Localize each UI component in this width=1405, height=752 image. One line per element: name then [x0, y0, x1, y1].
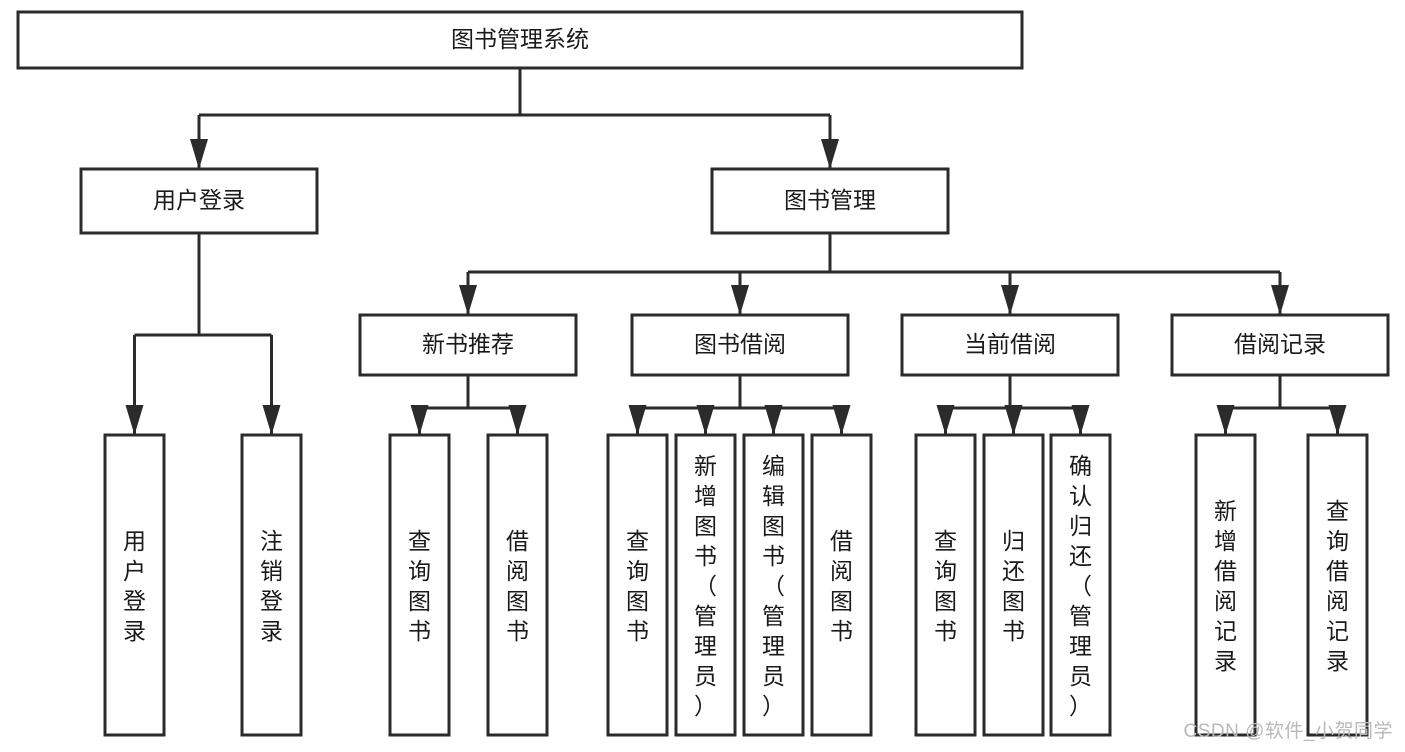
arrow-head-icon — [1004, 405, 1023, 435]
node-label: 查询图书 — [626, 528, 649, 644]
arrow-head-icon — [410, 405, 429, 435]
node-leaf-borrow-book[interactable]: 借阅图书 — [810, 433, 873, 737]
node-leaf-query-book-rec[interactable]: 查询图书 — [388, 433, 451, 737]
arrow-head-icon — [1216, 405, 1235, 435]
node-box[interactable] — [16, 10, 1024, 70]
arrow-head-icon — [1001, 285, 1019, 315]
node-leaf-logout[interactable]: 注销登录 — [240, 433, 303, 737]
node-label: 编辑图书（管理员） — [762, 453, 785, 719]
node-box[interactable] — [1049, 433, 1112, 737]
node-leaf-add-book[interactable]: 新增图书（管理员） — [674, 433, 737, 737]
node-book-manage[interactable]: 图书管理 — [710, 167, 950, 235]
node-label: 借阅图书 — [506, 528, 529, 644]
node-layer: 图书管理系统用户登录图书管理新书推荐图书借阅当前借阅借阅记录用户登录注销登录查询… — [16, 10, 1390, 737]
node-label: 用户登录 — [153, 187, 245, 213]
node-box[interactable] — [1170, 313, 1390, 377]
arrow-head-icon — [1271, 285, 1289, 315]
node-box[interactable] — [810, 433, 873, 737]
node-label: 借阅图书 — [830, 528, 853, 644]
node-box[interactable] — [103, 433, 166, 737]
arrow-head-icon — [190, 139, 208, 169]
node-box[interactable] — [79, 167, 319, 235]
node-leaf-user-login[interactable]: 用户登录 — [103, 433, 166, 737]
arrow-head-icon — [832, 405, 851, 435]
connector-layer — [125, 68, 1347, 435]
node-leaf-edit-book[interactable]: 编辑图书（管理员） — [742, 433, 805, 737]
node-label: 用户登录 — [123, 528, 146, 644]
arrow-head-icon — [508, 405, 527, 435]
node-label: 图书管理 — [784, 187, 876, 213]
node-label: 当前借阅 — [964, 331, 1056, 357]
arrow-head-icon — [696, 405, 715, 435]
node-box[interactable] — [742, 433, 805, 737]
arrow-head-icon — [731, 285, 749, 315]
node-label: 确认归还（管理员） — [1069, 453, 1092, 719]
node-label: 查询图书 — [934, 528, 957, 644]
node-leaf-query-book-borrow[interactable]: 查询图书 — [606, 433, 669, 737]
node-label: 查询图书 — [408, 528, 431, 644]
node-box[interactable] — [388, 433, 451, 737]
node-label: 借阅记录 — [1234, 331, 1326, 357]
node-box[interactable] — [630, 313, 850, 377]
node-label: 新增图书（管理员） — [694, 453, 717, 719]
node-box[interactable] — [606, 433, 669, 737]
node-box[interactable] — [710, 167, 950, 235]
node-label: 新增借阅记录 — [1214, 498, 1237, 674]
node-leaf-confirm-return[interactable]: 确认归还（管理员） — [1049, 433, 1112, 737]
node-current-borrow[interactable]: 当前借阅 — [900, 313, 1120, 377]
node-box[interactable] — [1194, 433, 1257, 737]
csdn-watermark: CSDN @软件_小贺同学 — [1183, 721, 1393, 742]
arrow-head-icon — [262, 405, 281, 435]
node-label: 图书管理系统 — [451, 26, 589, 52]
node-box[interactable] — [1306, 433, 1369, 737]
node-leaf-return-book[interactable]: 归还图书 — [982, 433, 1045, 737]
arrow-head-icon — [764, 405, 783, 435]
node-new-book-recommend[interactable]: 新书推荐 — [358, 313, 578, 377]
node-label: 新书推荐 — [422, 331, 514, 357]
arrow-head-icon — [936, 405, 955, 435]
node-box[interactable] — [900, 313, 1120, 377]
node-leaf-query-book-cur[interactable]: 查询图书 — [914, 433, 977, 737]
node-leaf-borrow-book-rec[interactable]: 借阅图书 — [486, 433, 549, 737]
node-box[interactable] — [674, 433, 737, 737]
node-user-login[interactable]: 用户登录 — [79, 167, 319, 235]
node-box[interactable] — [486, 433, 549, 737]
arrow-head-icon — [459, 285, 477, 315]
node-label: 归还图书 — [1002, 528, 1025, 644]
node-box[interactable] — [914, 433, 977, 737]
node-root[interactable]: 图书管理系统 — [16, 10, 1024, 70]
node-leaf-add-record[interactable]: 新增借阅记录 — [1194, 433, 1257, 737]
arrow-head-icon — [1071, 405, 1090, 435]
arrow-head-icon — [1328, 405, 1347, 435]
arrow-head-icon — [821, 139, 839, 169]
node-box[interactable] — [358, 313, 578, 377]
node-leaf-query-record[interactable]: 查询借阅记录 — [1306, 433, 1369, 737]
node-label: 注销登录 — [260, 528, 283, 644]
node-box[interactable] — [982, 433, 1045, 737]
node-label: 图书借阅 — [694, 331, 786, 357]
arrow-head-icon — [125, 405, 144, 435]
arrow-head-icon — [628, 405, 647, 435]
node-borrow-record[interactable]: 借阅记录 — [1170, 313, 1390, 377]
node-label: 查询借阅记录 — [1326, 498, 1349, 674]
node-book-borrow[interactable]: 图书借阅 — [630, 313, 850, 377]
node-box[interactable] — [240, 433, 303, 737]
